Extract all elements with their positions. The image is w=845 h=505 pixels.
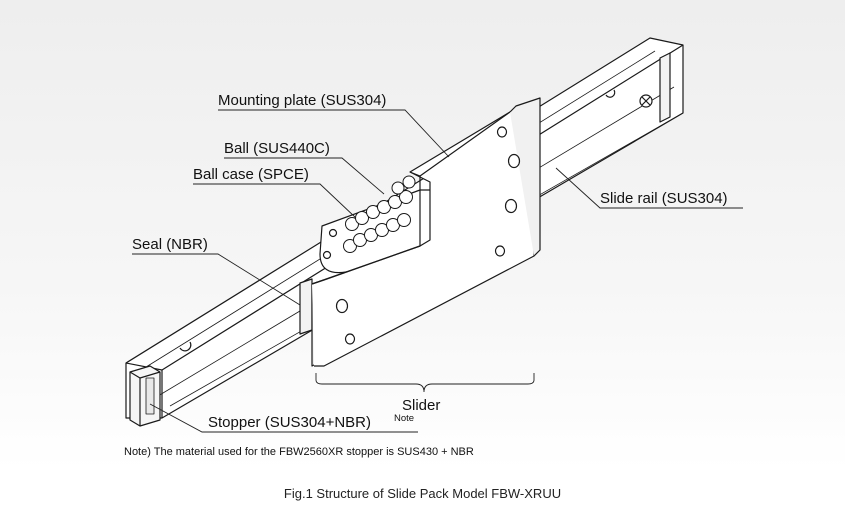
slider (311, 97, 541, 367)
label-seal: Seal (NBR) (132, 236, 208, 253)
label-mounting-plate: Mounting plate (SUS304) (218, 92, 386, 109)
seal (299, 278, 313, 335)
leader-seal (132, 253, 301, 306)
leader-stopper (149, 403, 418, 433)
leader-ball (224, 157, 385, 195)
label-stopper-note-mark: Note (394, 413, 414, 424)
leader-ball-case (193, 183, 357, 219)
slider-brace (315, 373, 535, 393)
leader-mounting-plate (218, 109, 450, 158)
slide-pack-drawing: Mounting plate (SUS304) Ball (SUS440C) B… (124, 37, 743, 458)
label-slide-rail: Slide rail (SUS304) (600, 190, 728, 207)
stopper (129, 365, 161, 427)
label-stopper: Stopper (SUS304+NBR) (208, 414, 371, 431)
material-note: Note) The material used for the FBW2560X… (124, 446, 474, 458)
balls (343, 175, 416, 253)
label-slider: Slider (402, 397, 440, 414)
label-ball: Ball (SUS440C) (224, 140, 330, 157)
figure-caption: Fig.1 Structure of Slide Pack Model FBW-… (283, 486, 562, 501)
label-ball-case: Ball case (SPCE) (193, 166, 309, 183)
leader-slide-rail (555, 167, 743, 209)
screw-head (639, 94, 653, 108)
